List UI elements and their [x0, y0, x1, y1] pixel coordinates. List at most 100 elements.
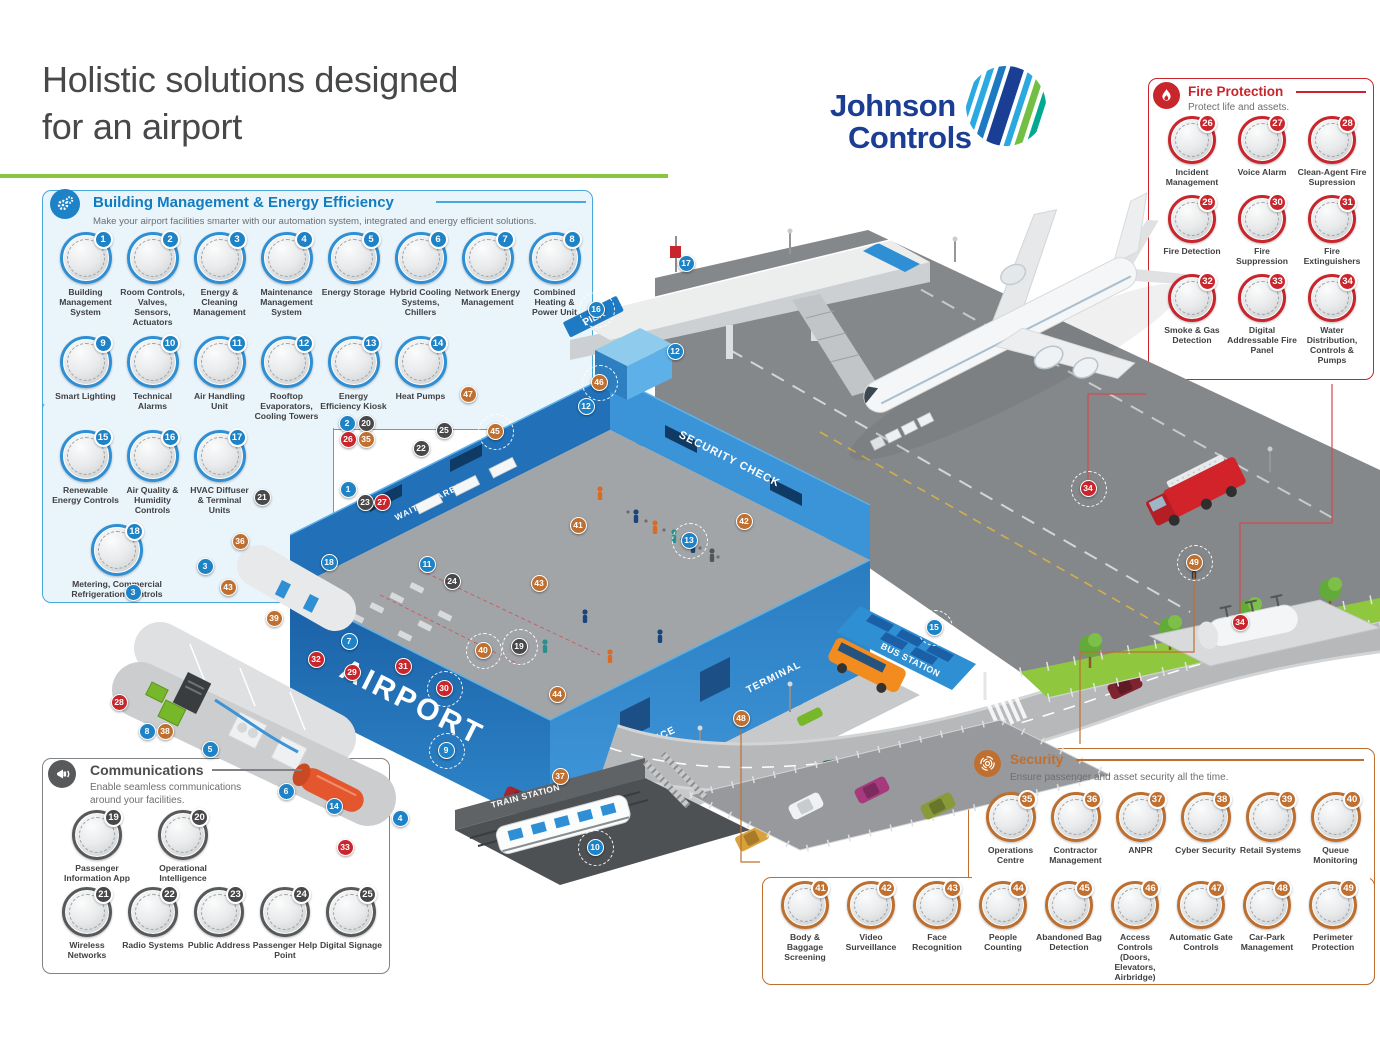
item-icon: 37 — [1115, 790, 1167, 842]
item-number: 27 — [1268, 114, 1287, 133]
item-label: Clean-Agent Fire Supression — [1297, 167, 1367, 187]
item-label: Hybrid Cooling Systems, Chillers — [389, 287, 452, 317]
item-icon: 4 — [260, 230, 314, 284]
item-number: 49 — [1339, 878, 1358, 898]
item-number: 8 — [562, 230, 582, 249]
item-icon: 30 — [1238, 192, 1287, 243]
intruder-figure — [1191, 565, 1197, 579]
map-marker-7: 7 — [340, 632, 358, 650]
map-marker-13: 13 — [671, 522, 708, 559]
item-icon: 35 — [985, 790, 1037, 842]
item-icon: 45 — [1045, 878, 1094, 929]
fire-truck — [1146, 454, 1246, 526]
item-icon: 18 — [91, 521, 144, 576]
item-number: 32 — [1198, 271, 1217, 291]
item-number: 28 — [1338, 114, 1357, 133]
map-marker-5: 5 — [201, 740, 219, 758]
item-label: Operational Intelligence — [159, 863, 207, 883]
logo-text-johnson: Johnson — [830, 88, 956, 123]
item-label: Fire Suppression — [1235, 245, 1289, 266]
map-marker-39: 39 — [265, 609, 283, 627]
item-icon: 48 — [1243, 878, 1292, 929]
item-label: Contractor Management — [1049, 845, 1102, 865]
map-marker-8: 8 — [138, 722, 156, 740]
flame-icon — [1153, 82, 1180, 109]
communications-panel-title: Communications — [90, 762, 204, 778]
item-icon: 34 — [1308, 271, 1357, 322]
item-icon: 12 — [260, 333, 314, 388]
item-label: Wireless Networks — [67, 939, 107, 960]
map-marker-30: 30 — [426, 670, 463, 707]
item-label: Perimeter Protection — [1311, 931, 1355, 952]
map-marker-42: 42 — [735, 512, 753, 530]
item-number: 17 — [227, 427, 247, 447]
item-number: 3 — [227, 230, 247, 249]
item-number: 45 — [1075, 878, 1094, 898]
item-icon: 46 — [1111, 878, 1160, 929]
item-number: 23 — [226, 884, 245, 904]
map-marker-9: 9 — [428, 732, 465, 769]
item-icon: 5 — [327, 230, 381, 284]
item-label: Retail Systems — [1239, 845, 1302, 855]
panel-seam-patch — [44, 397, 330, 404]
map-marker-46: 46 — [581, 364, 618, 401]
title-rule — [212, 769, 302, 771]
map-marker-34: 34 — [1070, 470, 1107, 507]
item-icon: 33 — [1238, 271, 1287, 322]
item-label: Automatic Gate Controls — [1169, 931, 1233, 952]
item-number: 31 — [1338, 192, 1357, 212]
item-icon: 3 — [193, 230, 247, 284]
item-number: 5 — [361, 230, 381, 249]
item-number: 11 — [227, 333, 247, 353]
item-icon: 31 — [1308, 192, 1357, 243]
item-label: Building Management System — [59, 287, 112, 317]
item-label: Video Surveillance — [845, 931, 897, 952]
map-marker-10: 10 — [577, 829, 614, 866]
title-line-1: Holistic solutions designed — [42, 59, 459, 100]
map-marker-29: 29 — [343, 663, 361, 681]
item-number: 9 — [93, 333, 113, 353]
item-number: 18 — [125, 521, 144, 541]
item-number: 16 — [160, 427, 180, 447]
item-number: 20 — [190, 808, 209, 827]
item-label: Access Controls (Doors, Elevators, Airbr… — [1114, 931, 1156, 982]
item-label: Incident Management — [1165, 167, 1219, 187]
item-number: 47 — [1207, 878, 1226, 898]
tree — [1239, 597, 1262, 632]
tree — [1159, 615, 1182, 650]
panel-seam-patch — [44, 426, 331, 434]
building-panel-subtitle: Make your airport facilities smarter wit… — [93, 216, 537, 227]
item-label: Fire Extinguishers — [1303, 245, 1361, 266]
item-number: 34 — [1338, 271, 1357, 291]
item-number: 13 — [361, 333, 381, 353]
item-number: 7 — [495, 230, 515, 249]
item-number: 26 — [1198, 114, 1217, 133]
item-icon: 8 — [528, 230, 582, 284]
train-station: TRAIN STATION — [455, 751, 750, 885]
